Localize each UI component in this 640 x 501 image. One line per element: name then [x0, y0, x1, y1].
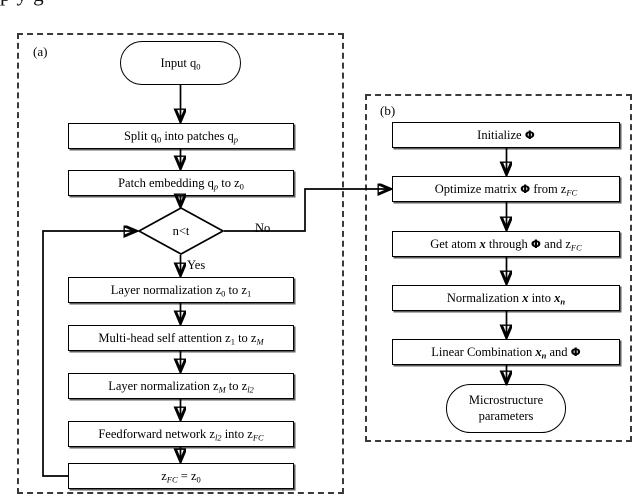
node-get-atom: Get atom x through Φ and zFC	[392, 231, 620, 257]
panel-b-border	[365, 94, 632, 442]
node-input-q0: Input q0	[120, 41, 241, 85]
panel-a-label: (a)	[33, 44, 48, 59]
node-layer-normalization-2-label: Layer normalization zM to zl2	[108, 378, 254, 395]
node-normalization-x-label: Normalization x into xn	[446, 290, 566, 307]
node-normalization-x: Normalization x into xn	[392, 285, 620, 311]
cut-off-title-fragment: p y g	[0, 0, 640, 6]
node-zfc-assign-label: zFC = z0	[161, 468, 201, 485]
diamond-shape	[137, 207, 225, 255]
edge-label-no: No	[254, 221, 272, 236]
node-feedforward-network: Feedforward network zl2 into zFC	[68, 421, 294, 447]
node-optimize-matrix: Optimize matrix Φ from zFC	[392, 176, 620, 202]
node-patch-embedding-label: Patch embedding qp to z0	[118, 175, 244, 192]
node-split-patches: Split q0 into patches qp	[68, 123, 294, 149]
node-decision-n-lt-t: n<t	[137, 207, 225, 255]
edge-label-yes: Yes	[186, 258, 207, 273]
node-feedforward-network-label: Feedforward network zl2 into zFC	[98, 426, 264, 443]
node-linear-combination-label: Linear Combination xn and Φ	[431, 344, 581, 361]
node-optimize-matrix-label: Optimize matrix Φ from zFC	[434, 181, 578, 198]
node-initialize-phi-label: Initialize Φ	[477, 127, 535, 142]
node-zfc-assign: zFC = z0	[68, 463, 294, 489]
cut-off-title-text: p y g	[0, 0, 640, 6]
node-linear-combination: Linear Combination xn and Φ	[392, 339, 620, 365]
node-split-patches-label: Split q0 into patches qp	[123, 128, 239, 145]
panel-a-border	[17, 33, 344, 494]
node-get-atom-label: Get atom x through Φ and zFC	[430, 236, 582, 253]
node-patch-embedding: Patch embedding qp to z0	[68, 170, 294, 196]
node-input-q0-label: Input q0	[160, 55, 201, 72]
node-initialize-phi: Initialize Φ	[392, 122, 620, 148]
node-layer-normalization-1-label: Layer normalization z0 to z1	[110, 282, 252, 299]
node-layer-normalization-2: Layer normalization zM to zl2	[68, 373, 294, 399]
node-multihead-self-attention: Multi-head self attention z1 to zM	[68, 325, 294, 351]
node-multihead-self-attention-label: Multi-head self attention z1 to zM	[98, 330, 264, 347]
node-layer-normalization-1: Layer normalization z0 to z1	[68, 277, 294, 303]
panel-b-label: (b)	[380, 103, 396, 118]
